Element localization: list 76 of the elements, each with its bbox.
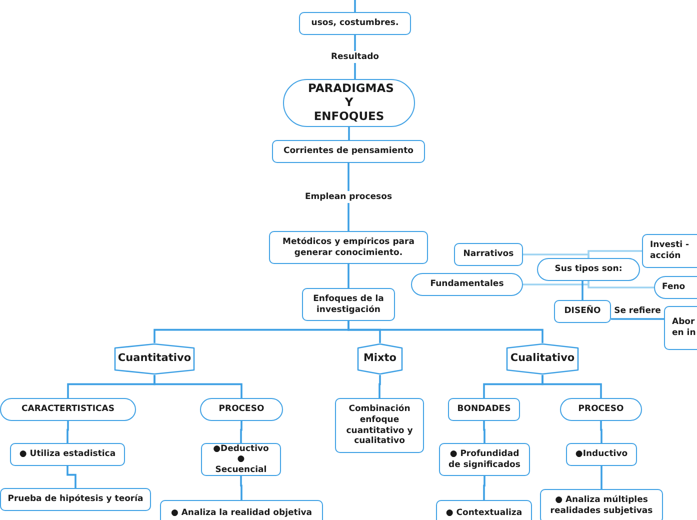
- connector-line: [483, 476, 486, 500]
- node-text: Feno: [661, 282, 686, 293]
- node-text: ● Contextualiza: [444, 508, 524, 518]
- node-text: DISEÑO: [563, 306, 602, 317]
- topic-box: [436, 500, 532, 520]
- topic-box: [160, 500, 323, 520]
- topic-box: [201, 443, 281, 476]
- connector-line: [348, 264, 350, 288]
- connector-line: [154, 375, 242, 398]
- connector-line: [523, 254, 590, 258]
- node-text: Combinación enfoque cuantitativo y cualitativo: [345, 404, 414, 447]
- topic-hexagon: [506, 343, 579, 375]
- node-text: Fundamentales: [429, 279, 505, 290]
- node-text: BONDADES: [456, 404, 512, 415]
- connector-line: [542, 375, 602, 398]
- node-text: CARACTERTISTICAS: [20, 404, 116, 415]
- topic-pill: [537, 258, 640, 281]
- connector-line: [66, 421, 69, 443]
- node-text: Abor en in: [671, 317, 697, 339]
- topic-box: [0, 488, 151, 511]
- node-text: ● Profundidad de significados: [448, 448, 522, 470]
- connector-line: [66, 466, 76, 488]
- connector-line: [240, 421, 242, 443]
- topic-box: [566, 443, 637, 466]
- topic-pill: [283, 79, 415, 127]
- topic-box: [540, 489, 663, 520]
- topic-pill: [411, 273, 523, 296]
- node-text: Prueba de hipótesis y teoría: [6, 494, 144, 505]
- connector-line: [600, 466, 602, 489]
- node-text: Mixto: [362, 352, 398, 366]
- connector-line: [240, 476, 242, 500]
- node-text: Investi - acción: [649, 240, 690, 262]
- node-text: Enfoques de la investigación: [312, 294, 385, 316]
- topic-box: [269, 231, 428, 264]
- node-text: PARADIGMAS Y ENFOQUES: [307, 82, 393, 124]
- node-text: Cuantitativo: [116, 352, 192, 366]
- node-text: Metódicos y empíricos para generar conocimiento.: [282, 236, 416, 258]
- topic-box: [10, 443, 125, 466]
- topic-box: [448, 398, 520, 421]
- node-text: ●Inductivo: [574, 449, 629, 460]
- topic-hexagon: [114, 343, 195, 375]
- node-text: ● Utiliza estadistica: [18, 449, 117, 460]
- node-text: Corrientes de pensamiento: [282, 146, 415, 157]
- edge-label: Resultado: [328, 51, 382, 63]
- node-text: PROCESO: [577, 404, 625, 415]
- topic-pill: [200, 398, 283, 421]
- topic-box: [299, 12, 411, 35]
- topic-pill: [560, 398, 642, 421]
- connector-line: [378, 375, 381, 398]
- node-text: Cualitativo: [509, 352, 576, 366]
- topic-box: [272, 140, 425, 163]
- node-text: ●Deductivo ● Secuencial: [212, 444, 270, 476]
- connector-line: [588, 250, 642, 258]
- node-text: usos, costumbres.: [310, 18, 400, 29]
- node-text: Sus tipos son:: [554, 264, 624, 275]
- connector-line: [354, 0, 356, 12]
- connector-line: [600, 421, 602, 443]
- connector-line: [348, 127, 350, 140]
- connector-line: [523, 281, 590, 286]
- topic-box: [439, 443, 530, 476]
- connector-line: [582, 281, 584, 300]
- connector-line: [611, 318, 664, 320]
- node-text: ● Analiza la realidad objetiva: [170, 508, 314, 518]
- topic-box: [454, 243, 523, 266]
- node-text: ● Analiza múltiples realidades subjetivas: [549, 495, 654, 517]
- edge-label: Emplean procesos: [302, 191, 394, 203]
- node-text: Narrativos: [462, 249, 515, 260]
- topic-pill: [0, 398, 136, 421]
- topic-box: [302, 288, 395, 321]
- connector-line: [483, 421, 486, 443]
- topic-box: [554, 300, 611, 323]
- connector-line: [348, 321, 544, 343]
- node-text: PROCESO: [218, 404, 266, 415]
- connector-line: [588, 281, 654, 288]
- topic-hexagon: [357, 343, 403, 375]
- topic-box: [335, 398, 424, 453]
